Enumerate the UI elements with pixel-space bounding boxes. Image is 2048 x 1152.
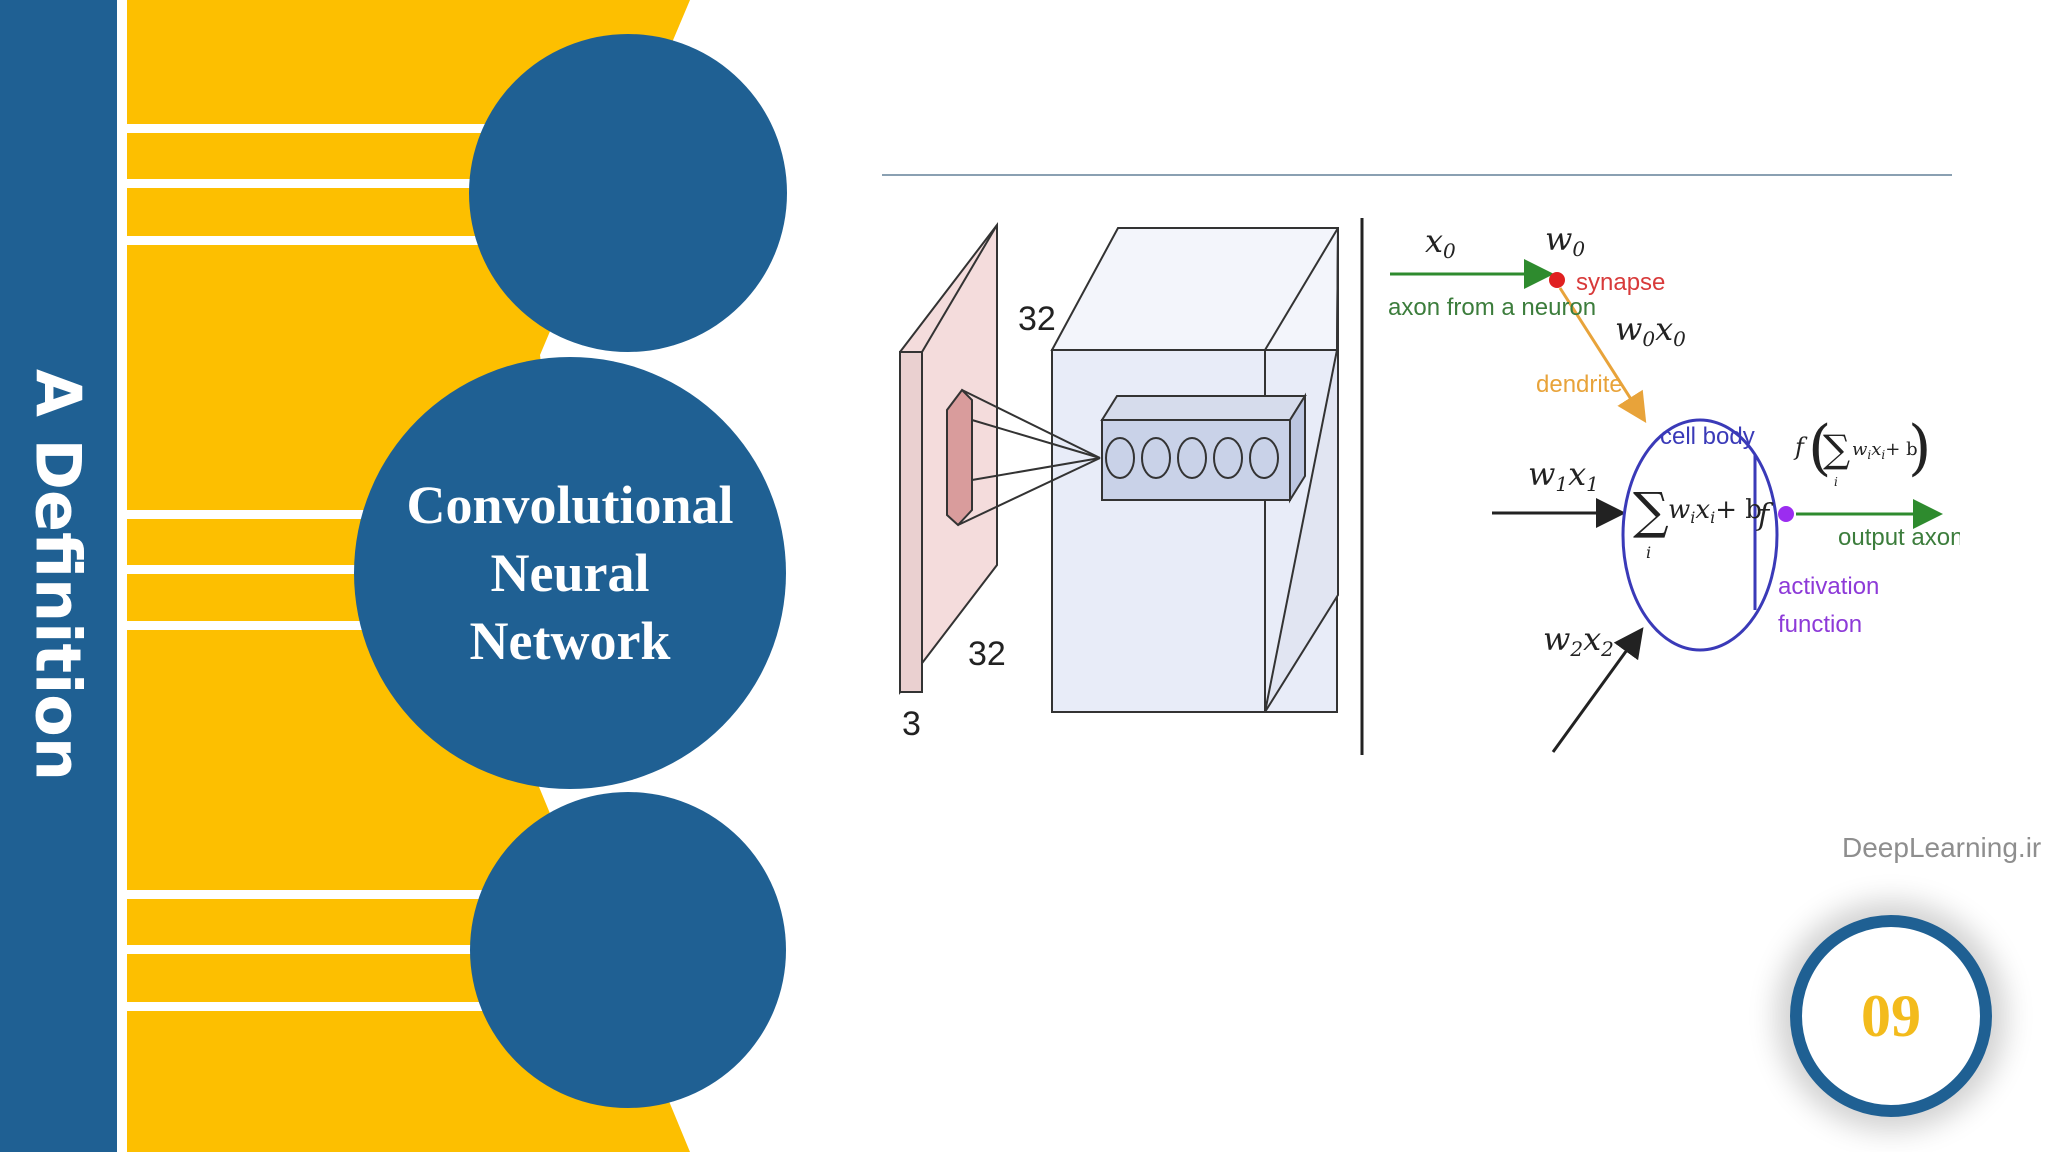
title-line-1: Convolutional bbox=[406, 474, 734, 535]
input-width-label: 32 bbox=[968, 635, 1006, 673]
sum-index: i bbox=[1646, 543, 1651, 562]
sidebar-title: A Definition bbox=[21, 368, 95, 782]
cell-body bbox=[1621, 418, 1779, 652]
input2-label: w2x2 bbox=[1543, 620, 1614, 661]
sum-symbol: ∑ bbox=[1633, 482, 1669, 540]
f-label: f bbox=[1756, 498, 1774, 533]
input-height-label: 32 bbox=[1018, 300, 1056, 338]
page-number-badge: 09 bbox=[1790, 915, 1992, 1117]
output-sum-symbol: ∑ bbox=[1823, 427, 1850, 471]
top-circle bbox=[469, 34, 787, 352]
sidebar-divider bbox=[117, 0, 127, 1152]
weight0-label: w0 bbox=[1545, 220, 1585, 261]
title-line-2: Neural bbox=[490, 542, 650, 603]
input-depth-label: 3 bbox=[902, 705, 921, 743]
activation-label: activation bbox=[1778, 573, 1879, 600]
output-axon-label: output axon bbox=[1838, 524, 1960, 551]
output-sum-index: i bbox=[1834, 475, 1838, 489]
neuron-model bbox=[1390, 259, 1943, 753]
cnn-neuron-figure: 32 32 3 x0 w0 w0x0 w1x1 w2x2 ∑ i wixi+ b… bbox=[882, 174, 1960, 755]
cell-body-label: cell body bbox=[1660, 423, 1755, 450]
output-sum-expression: wixi+ b bbox=[1852, 439, 1918, 462]
bottom-circle bbox=[470, 792, 786, 1108]
axon-from-neuron-label: axon from a neuron bbox=[1388, 294, 1596, 321]
activation-dot bbox=[1778, 506, 1794, 522]
conv-volume bbox=[957, 227, 1340, 713]
title-circle bbox=[354, 357, 786, 789]
decoration-panel bbox=[127, 0, 787, 1152]
input1-label: w1x1 bbox=[1528, 455, 1599, 496]
output-f: f bbox=[1793, 433, 1808, 461]
slide-title: Convolutional Neural Network bbox=[355, 360, 785, 785]
output-paren-left: ( bbox=[1808, 413, 1831, 483]
sum-expression: wixi+ b bbox=[1668, 495, 1762, 527]
input0-label: x0 bbox=[1425, 222, 1456, 263]
output-paren-right: ) bbox=[1908, 413, 1931, 483]
title-line-3: Network bbox=[469, 610, 671, 671]
watermark: DeepLearning.ir bbox=[1842, 832, 2042, 863]
function-label: function bbox=[1778, 611, 1862, 638]
page-number: 09 bbox=[1861, 982, 1921, 1049]
input-slab bbox=[899, 222, 998, 695]
synapse-dot bbox=[1549, 272, 1565, 288]
white-stripes bbox=[127, 124, 507, 1011]
product0-label: w0x0 bbox=[1615, 310, 1686, 351]
dendrite-label: dendrite bbox=[1536, 371, 1623, 398]
synapse-label: synapse bbox=[1576, 269, 1665, 296]
sidebar bbox=[0, 0, 117, 1152]
